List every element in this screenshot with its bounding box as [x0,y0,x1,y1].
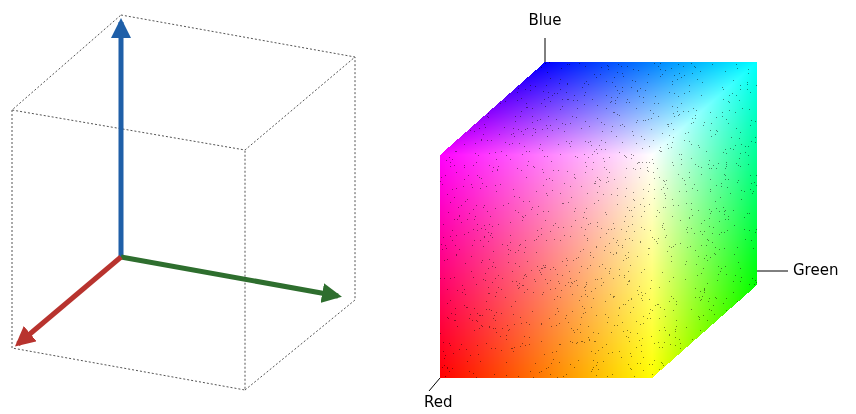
blue-axis-label: Blue [528,12,561,29]
red-axis-label: Red [424,394,453,411]
green-axis-label: Green [793,262,838,279]
